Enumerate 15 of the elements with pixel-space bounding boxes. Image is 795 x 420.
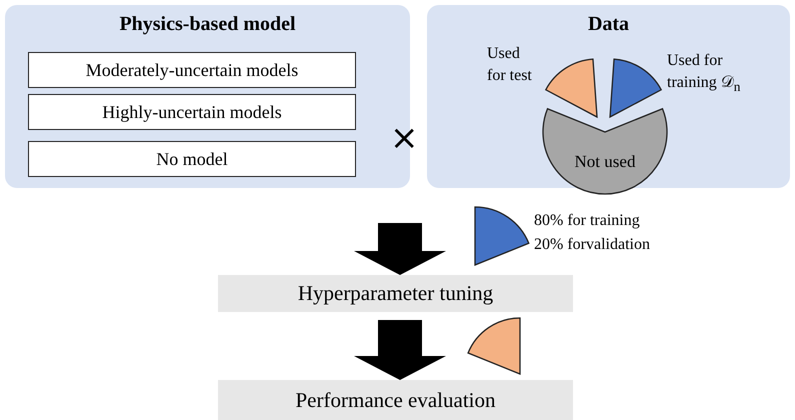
step-box: Hyperparameter tuning [218, 275, 573, 312]
model-option: Highly-uncertain models [28, 94, 356, 130]
split-note: 80% for training [534, 211, 640, 231]
slice-label: Used for training 𝒟$_{n}$ [667, 51, 742, 96]
multiply-sign: × [390, 118, 418, 158]
slice-label: Not used [574, 152, 636, 172]
panel-title: Data [586, 13, 630, 36]
block-arrow [354, 223, 446, 275]
split-note: 20% forvalidation [534, 235, 650, 255]
block-arrow [354, 320, 446, 380]
model-option: No model [28, 141, 356, 177]
step-box: Performance evaluation [218, 380, 573, 420]
model-option: Moderately-uncertain models [28, 52, 356, 88]
panel-title: Physics-based model [118, 13, 297, 36]
slice-label: Used for test [487, 44, 533, 86]
